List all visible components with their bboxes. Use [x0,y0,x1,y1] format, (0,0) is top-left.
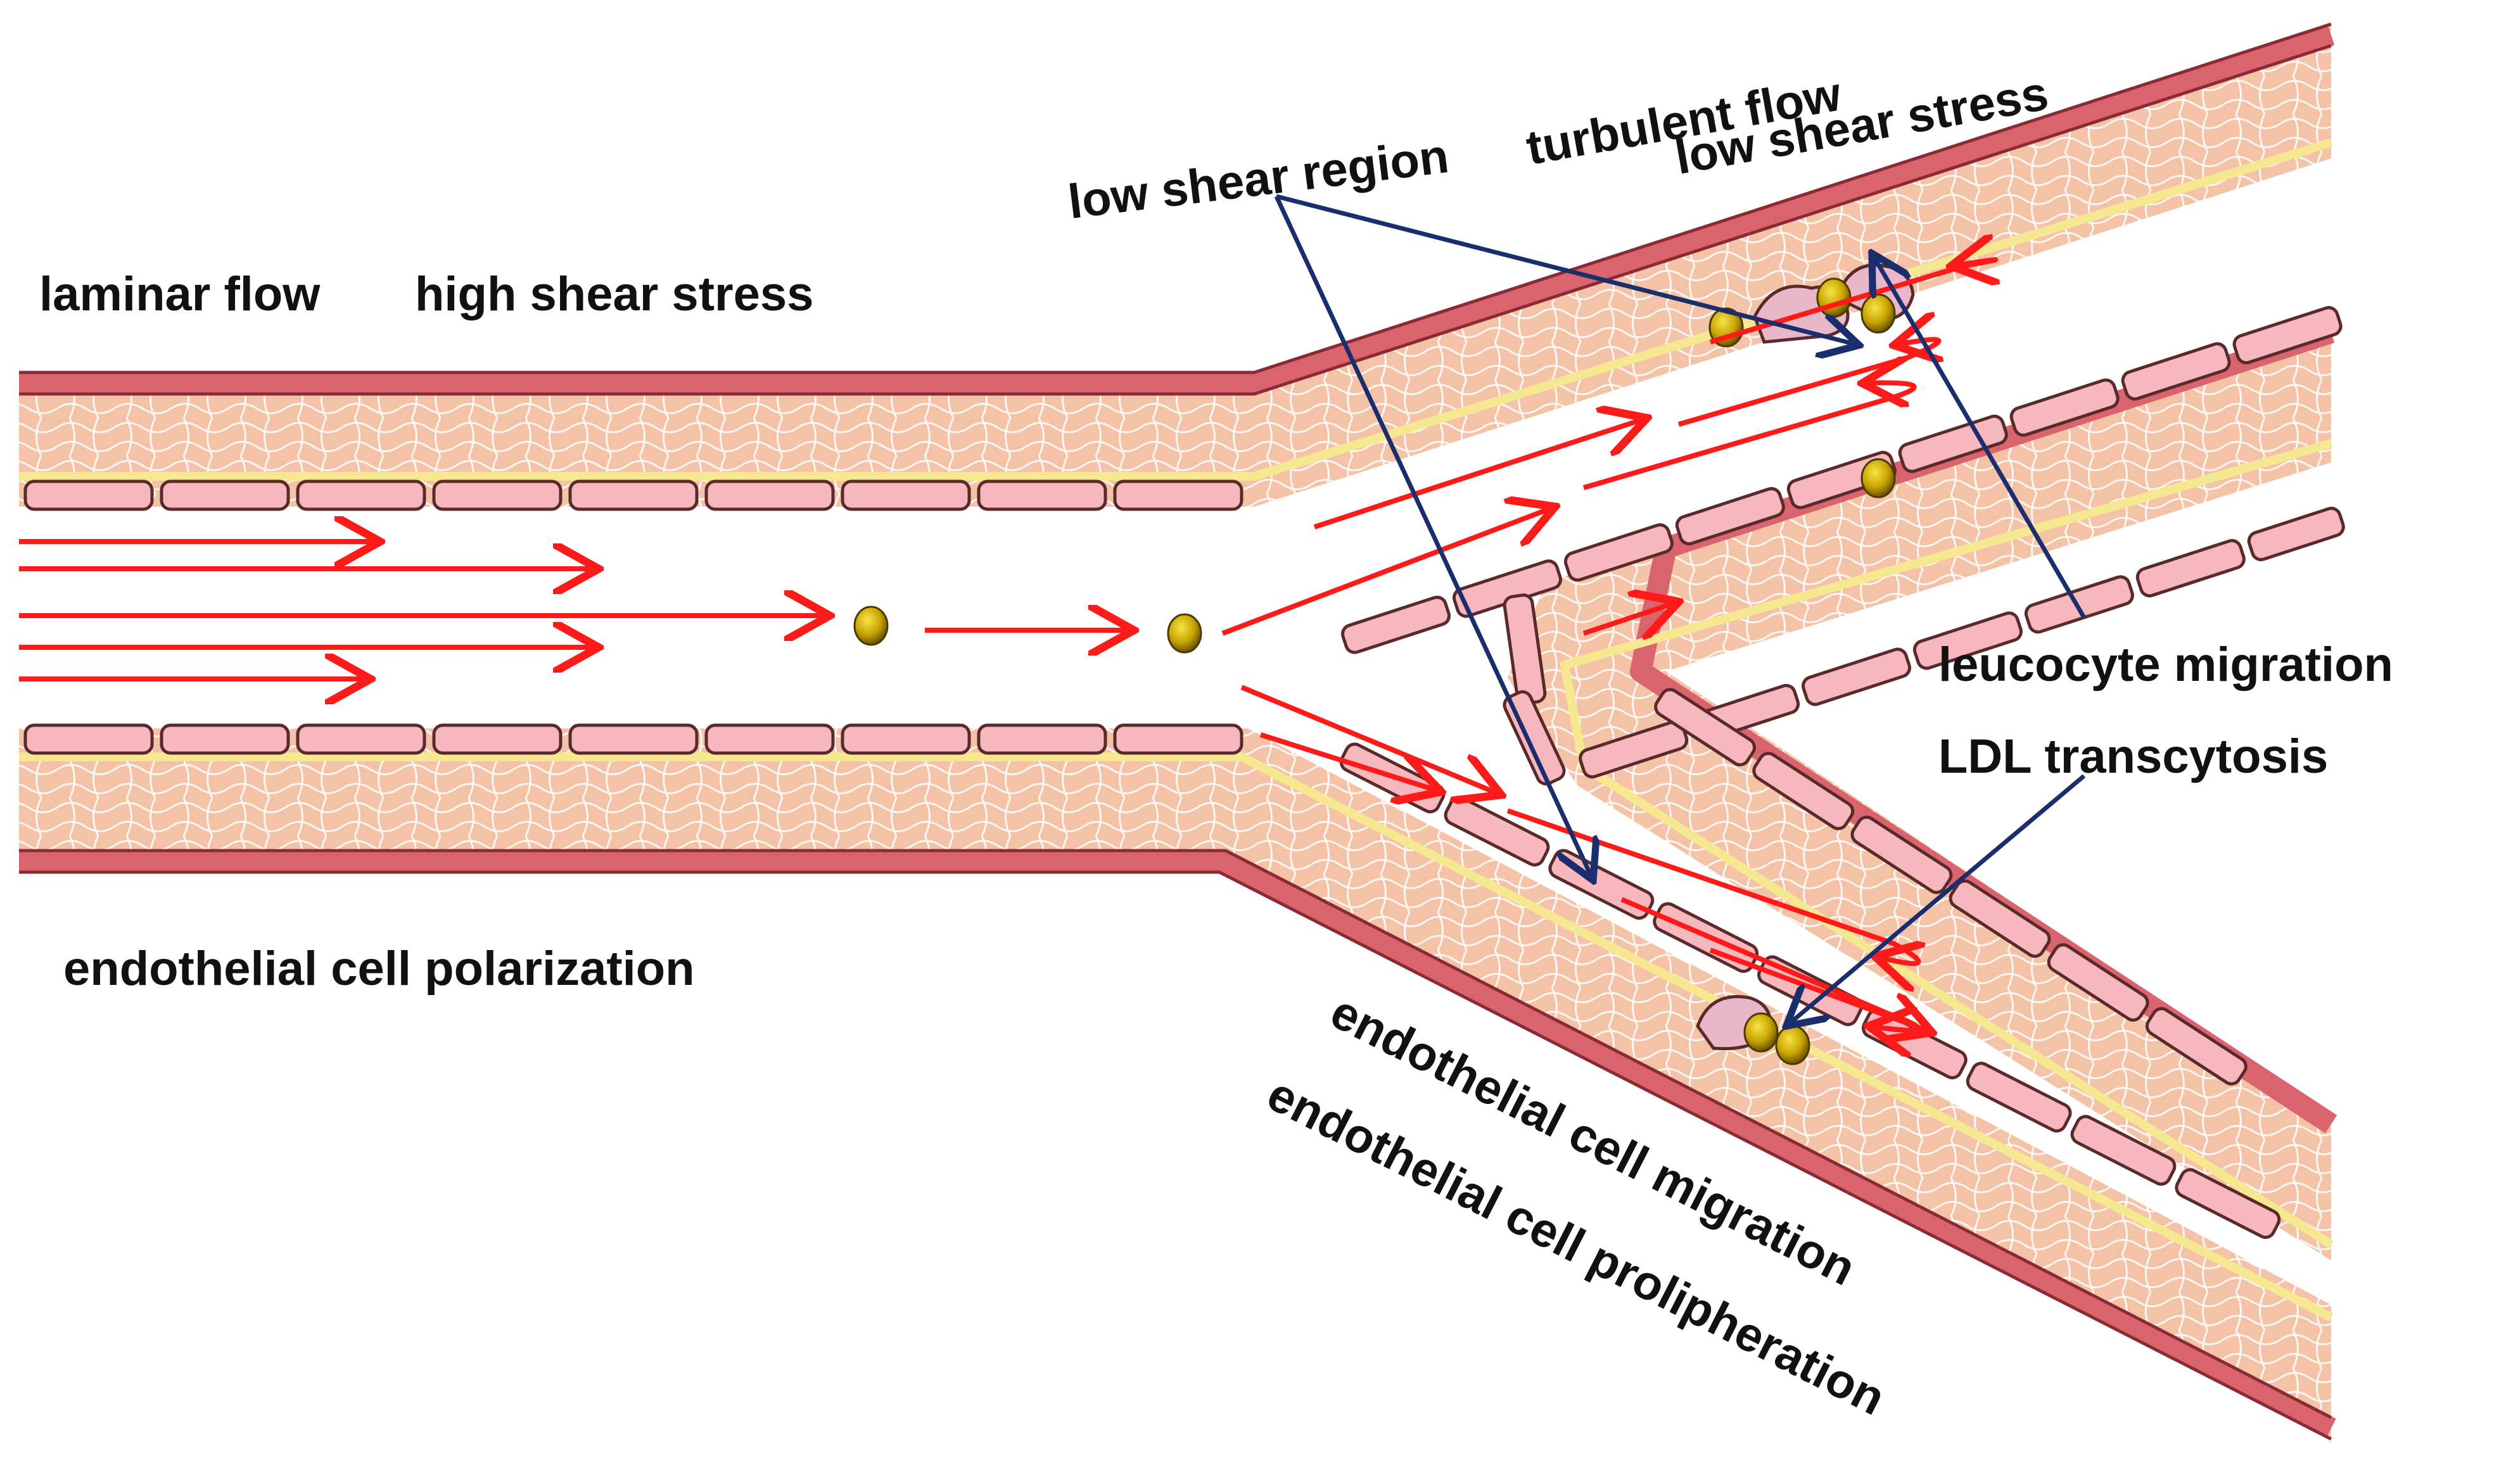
annotation-arrows [1274,194,2087,1026]
label-low-shear-region: low shear region [1065,129,1452,229]
flow-arrows [19,260,1995,1032]
label-high-shear-stress: high shear stress [415,267,813,321]
label-ldl-transcytosis: LDL transcytosis [1938,730,2328,783]
label-leucocyte-migration: leucocyte migration [1938,638,2393,692]
ldl-particles [853,277,1896,1065]
bifurcation-inner-wall [1508,323,2331,1260]
endothelial-cells [23,479,1243,755]
label-laminar-flow: laminar flow [39,267,321,321]
label-endothelial-cell-polarization: endothelial cell polarization [63,942,695,996]
